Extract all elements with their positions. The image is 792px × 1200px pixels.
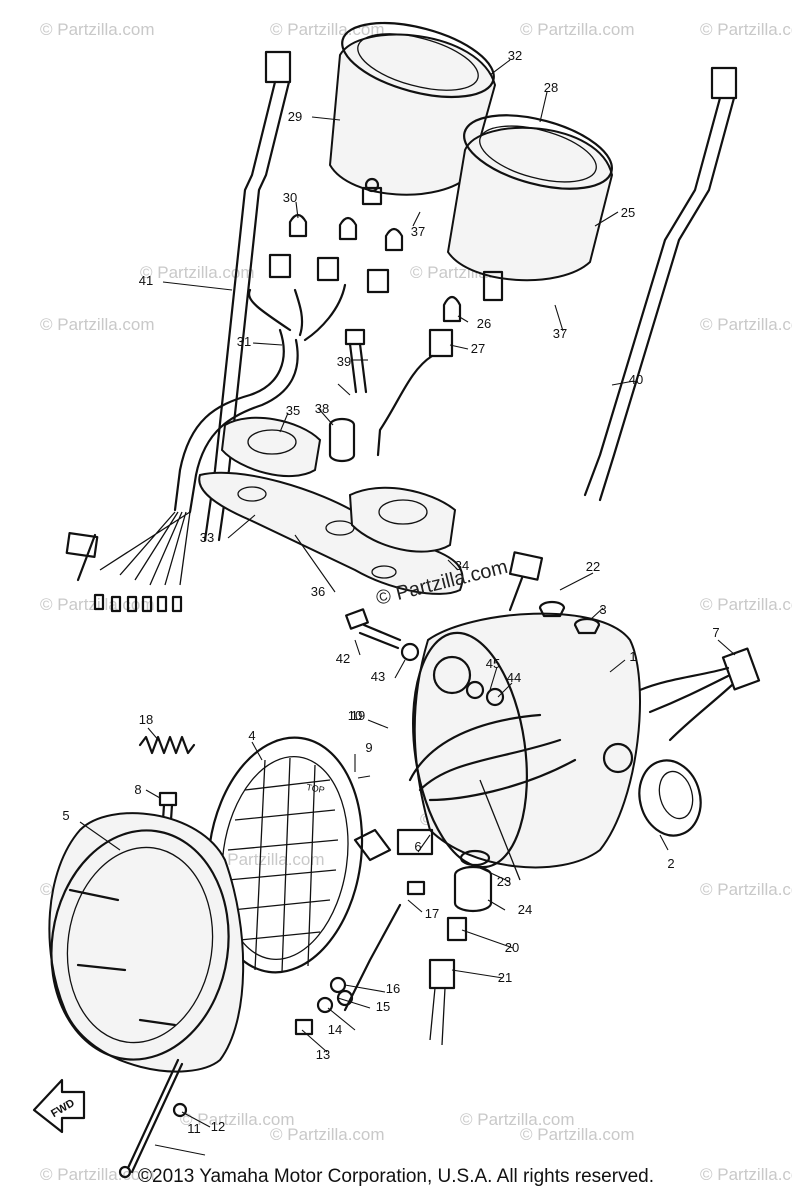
callout-40: 40 bbox=[629, 372, 643, 387]
callout-25: 25 bbox=[621, 205, 635, 220]
callout-13: 13 bbox=[316, 1047, 330, 1062]
fwd-arrow: FWD bbox=[32, 1078, 86, 1134]
meter-28 bbox=[446, 114, 614, 302]
callout-3: 3 bbox=[599, 602, 606, 617]
watermark-text: © Partzilla.com bbox=[270, 1125, 385, 1144]
bolt-43 bbox=[345, 608, 420, 662]
callout-9: 9 bbox=[365, 740, 372, 755]
watermark-text: © Partzilla.com bbox=[700, 595, 792, 614]
watermark-text: © Partzilla.com bbox=[520, 20, 635, 39]
bulbs-30 bbox=[247, 213, 404, 342]
callout-19: 19 bbox=[351, 708, 365, 723]
callout-6: 6 bbox=[414, 839, 421, 854]
callout-37: 37 bbox=[411, 224, 425, 239]
callout-5: 5 bbox=[62, 808, 69, 823]
headlight-rim-5 bbox=[48, 812, 245, 1073]
watermark-text: © Partzilla.com bbox=[40, 20, 155, 39]
callout-29: 29 bbox=[288, 109, 302, 124]
callout-24: 24 bbox=[518, 902, 532, 917]
callout-10: 10 bbox=[348, 708, 362, 723]
lens-marking: TOP bbox=[306, 782, 326, 795]
callout-16: 16 bbox=[386, 981, 400, 996]
callout-26: 26 bbox=[477, 316, 491, 331]
callout-28: 28 bbox=[544, 80, 558, 95]
headlight-housing-1 bbox=[412, 600, 641, 869]
watermark-text: © Partzilla.com bbox=[520, 1125, 635, 1144]
callout-44: 44 bbox=[507, 670, 521, 685]
collar-38 bbox=[328, 417, 356, 463]
callout-35: 35 bbox=[286, 403, 300, 418]
callout-41: 41 bbox=[139, 273, 153, 288]
watermark-text: © Partzilla.com bbox=[700, 880, 792, 899]
callout-7: 7 bbox=[712, 625, 719, 640]
watermark-text: © Partzilla.com bbox=[700, 315, 792, 334]
connector-7 bbox=[638, 647, 761, 742]
callout-11: 11 bbox=[187, 1121, 201, 1136]
callout-12: 12 bbox=[211, 1119, 225, 1134]
callout-20: 20 bbox=[505, 940, 519, 955]
callout-37: 37 bbox=[553, 326, 567, 341]
watermark-text: © Partzilla.com bbox=[700, 1165, 792, 1184]
watermark-text: © Partzilla.com bbox=[210, 850, 325, 869]
bolt-39 bbox=[344, 328, 368, 394]
callout-23: 23 bbox=[497, 874, 511, 889]
bracket-hardware-13-17 bbox=[294, 880, 426, 1036]
callout-21: 21 bbox=[498, 970, 512, 985]
meter-32 bbox=[328, 21, 497, 206]
harness-31 bbox=[93, 328, 299, 613]
callout-17: 17 bbox=[425, 906, 439, 921]
callout-34: 34 bbox=[455, 558, 469, 573]
callout-38: 38 bbox=[315, 401, 329, 416]
callout-18: 18 bbox=[139, 712, 153, 727]
callout-15: 15 bbox=[376, 999, 390, 1014]
collar-23-24 bbox=[453, 849, 493, 913]
watermark-text: © Partzilla.com bbox=[700, 20, 792, 39]
callout-30: 30 bbox=[283, 190, 297, 205]
callout-31: 31 bbox=[237, 334, 251, 349]
callout-33: 33 bbox=[200, 530, 214, 545]
callout-14: 14 bbox=[328, 1022, 342, 1037]
callout-1: 1 bbox=[629, 649, 636, 664]
callout-39: 39 bbox=[337, 354, 351, 369]
watermark-text: © Partzilla.com bbox=[460, 1110, 575, 1129]
bracket-assembly bbox=[198, 416, 464, 595]
svg-text:FWD: FWD bbox=[49, 1097, 77, 1120]
cable-41 bbox=[508, 66, 738, 612]
socket-20-21 bbox=[428, 916, 468, 1046]
copyright-notice: ©2013 Yamaha Motor Corporation, U.S.A. A… bbox=[138, 1166, 654, 1187]
watermark-text: © Partzilla.com bbox=[40, 595, 155, 614]
callout-2: 2 bbox=[667, 856, 674, 871]
callout-42: 42 bbox=[336, 651, 350, 666]
callout-43: 43 bbox=[371, 669, 385, 684]
watermark-text: © Partzilla.com bbox=[180, 1110, 295, 1129]
callout-27: 27 bbox=[471, 341, 485, 356]
watermark-text: © Partzilla.com bbox=[40, 315, 155, 334]
leader-lines bbox=[79, 59, 736, 1156]
callout-45: 45 bbox=[486, 656, 500, 671]
callout-36: 36 bbox=[311, 584, 325, 599]
watermark-text: © Partzilla.com bbox=[270, 20, 385, 39]
callout-4: 4 bbox=[248, 728, 255, 743]
screw-11 bbox=[118, 1058, 188, 1179]
bulb-26 bbox=[376, 295, 462, 457]
spring-18 bbox=[138, 735, 196, 755]
wiring-inside bbox=[396, 713, 577, 881]
watermark-text: © Partzilla.com bbox=[40, 1165, 155, 1184]
callout-32: 32 bbox=[508, 48, 522, 63]
callout-8: 8 bbox=[134, 782, 141, 797]
watermark-text: © Partzilla.com bbox=[140, 263, 255, 282]
grommet-2 bbox=[638, 759, 702, 837]
callout-22: 22 bbox=[586, 559, 600, 574]
